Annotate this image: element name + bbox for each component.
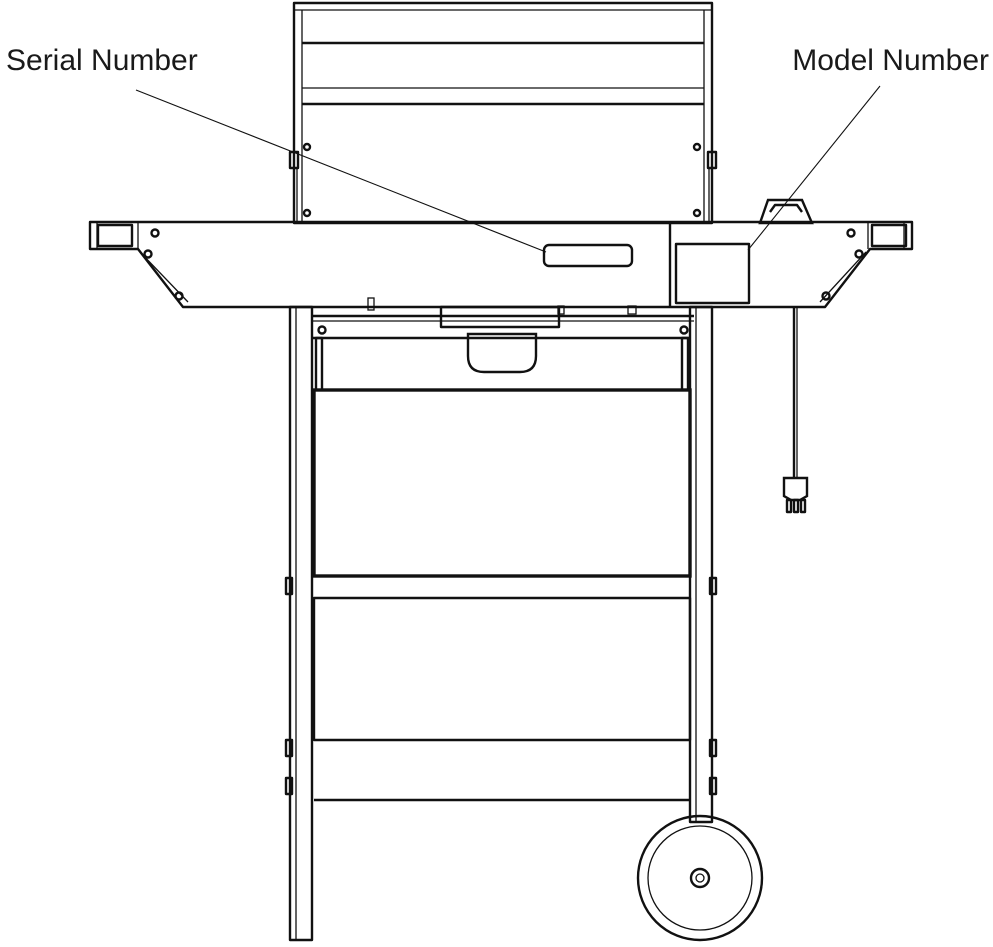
model-number-label: Model Number xyxy=(792,44,989,77)
cart-wheel xyxy=(636,814,764,942)
serial-number-plate xyxy=(542,243,634,268)
serial-number-leader xyxy=(135,89,547,253)
power-cord xyxy=(782,307,809,514)
cart-frame xyxy=(284,305,718,942)
grill-lid xyxy=(288,1,718,225)
ignition-knob xyxy=(758,198,814,225)
burner-rail xyxy=(312,297,694,335)
side-shelves xyxy=(88,220,914,309)
model-number-label-area xyxy=(674,242,751,305)
serial-number-label: Serial Number xyxy=(6,44,198,77)
model-number-leader xyxy=(747,85,881,251)
grease-tray-handle xyxy=(466,332,538,374)
